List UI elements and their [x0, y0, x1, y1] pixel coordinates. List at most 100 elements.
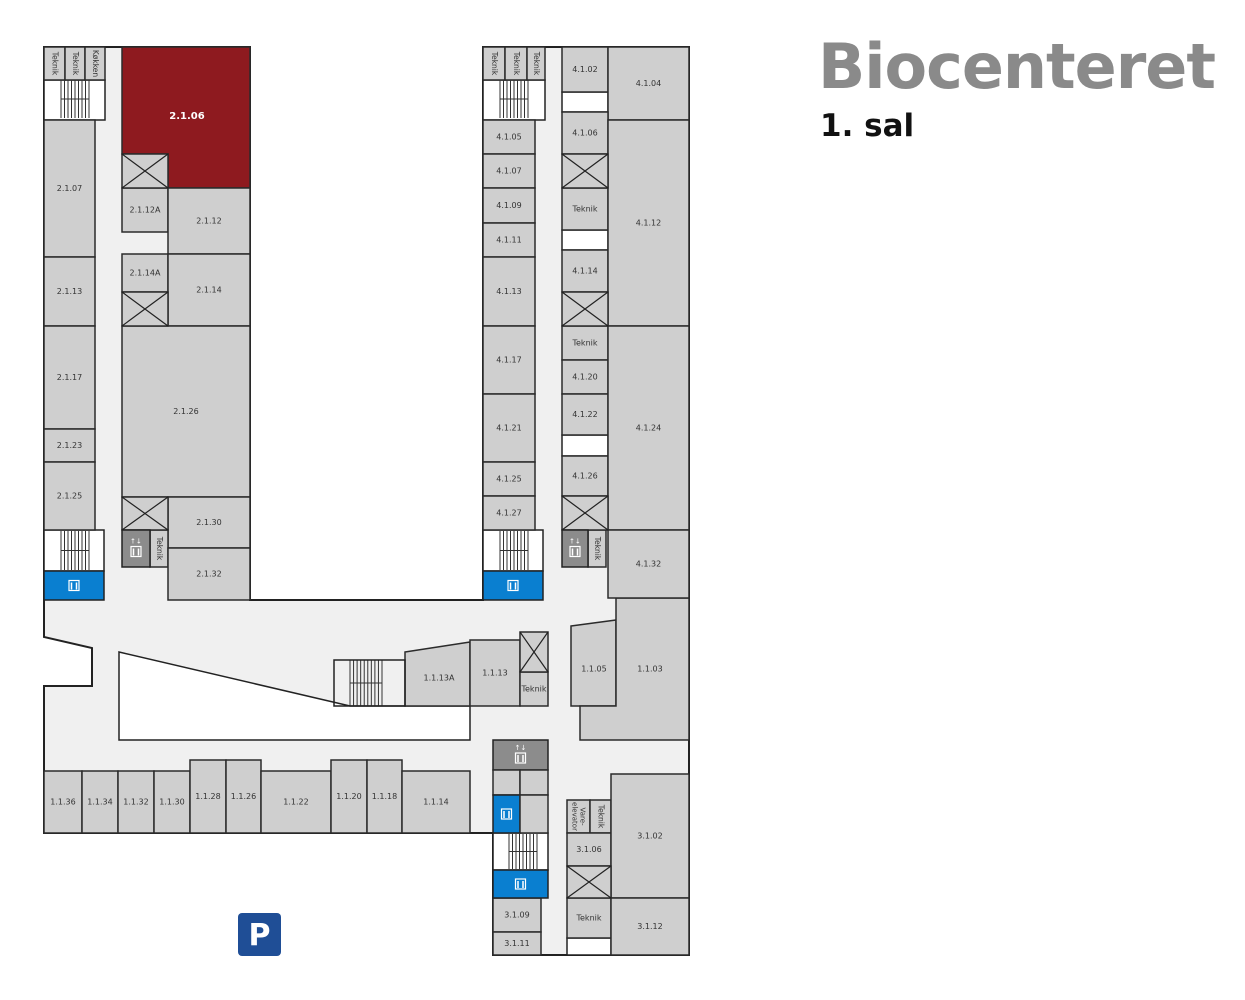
room-teknik[interactable]: Teknik: [587, 529, 607, 568]
room-1-1-13[interactable]: 1.1.13: [469, 639, 521, 707]
elevator[interactable]: [561, 529, 589, 568]
elevator[interactable]: [43, 570, 105, 601]
room-shape[interactable]: [610, 897, 690, 956]
room-4-1-22[interactable]: 4.1.22: [561, 393, 609, 436]
room-shape[interactable]: [607, 325, 690, 531]
room-shape[interactable]: [330, 759, 368, 834]
room-vare-elevator[interactable]: Vare-elevator: [566, 799, 591, 834]
room-shape[interactable]: [566, 897, 612, 939]
room-shape[interactable]: [225, 759, 262, 834]
room-1-1-05[interactable]: 1.1.05: [570, 619, 617, 707]
room-1-1-36[interactable]: 1.1.36: [43, 770, 83, 834]
room-teknik[interactable]: Teknik: [43, 46, 66, 81]
room-shape[interactable]: [167, 547, 251, 601]
room-teknik[interactable]: Teknik: [504, 46, 528, 81]
room-2-1-14[interactable]: 2.1.14: [167, 253, 251, 327]
room-shape[interactable]: [366, 759, 403, 834]
room-3-1-12[interactable]: 3.1.12: [610, 897, 690, 956]
elevator[interactable]: [482, 570, 544, 601]
room-2-1-12a[interactable]: 2.1.12A: [121, 187, 169, 233]
room-4-1-06[interactable]: 4.1.06: [561, 111, 609, 155]
room-shape[interactable]: [43, 119, 96, 258]
room-4-1-13[interactable]: 4.1.13: [482, 256, 536, 327]
room-4-1-21[interactable]: 4.1.21: [482, 393, 536, 463]
room-4-1-26[interactable]: 4.1.26: [561, 455, 609, 497]
room-shape[interactable]: [519, 671, 549, 707]
room-1-1-22[interactable]: 1.1.22: [260, 770, 332, 834]
room-shape[interactable]: [607, 46, 690, 121]
room-1-1-20[interactable]: 1.1.20: [330, 759, 368, 834]
elevator[interactable]: [121, 529, 151, 568]
room-1-1-14[interactable]: 1.1.14: [401, 770, 471, 834]
room-teknik[interactable]: Teknik: [589, 799, 612, 834]
room-4-1-17[interactable]: 4.1.17: [482, 325, 536, 395]
elevator[interactable]: [492, 794, 521, 834]
room-2-1-30[interactable]: 2.1.30: [167, 496, 251, 549]
room-shape[interactable]: [260, 770, 332, 834]
room-shape[interactable]: [84, 46, 106, 81]
room-shape[interactable]: [43, 256, 96, 327]
room-k-kken[interactable]: Køkken: [84, 46, 106, 81]
room-4-1-27[interactable]: 4.1.27: [482, 495, 536, 531]
elevator[interactable]: [492, 739, 549, 771]
room-shape[interactable]: [469, 639, 521, 707]
room-4-1-14[interactable]: 4.1.14: [561, 249, 609, 293]
room-shape[interactable]: [482, 461, 536, 497]
room-shape[interactable]: [121, 187, 169, 233]
room-shape[interactable]: [81, 770, 119, 834]
room-1-1-34[interactable]: 1.1.34: [81, 770, 119, 834]
room-3-1-06[interactable]: 3.1.06: [566, 832, 612, 867]
room-shape[interactable]: [482, 119, 536, 155]
room-4-1-07[interactable]: 4.1.07: [482, 153, 536, 189]
room-shape[interactable]: [482, 222, 536, 258]
room-2-1-23[interactable]: 2.1.23: [43, 428, 96, 463]
room-shape[interactable]: [566, 832, 612, 867]
room-4-1-09[interactable]: 4.1.09: [482, 187, 536, 224]
room-1-1-18[interactable]: 1.1.18: [366, 759, 403, 834]
room-teknik[interactable]: Teknik: [561, 187, 609, 231]
room-shape[interactable]: [43, 428, 96, 463]
room-shape[interactable]: [561, 359, 609, 395]
room-shape[interactable]: [492, 931, 542, 956]
room-2-1-07[interactable]: 2.1.07: [43, 119, 96, 258]
room-teknik[interactable]: Teknik: [149, 529, 169, 568]
room-shape[interactable]: [607, 119, 690, 327]
room-shape[interactable]: [167, 253, 251, 327]
room-shape[interactable]: [167, 187, 251, 255]
room-3-1-09[interactable]: 3.1.09: [492, 897, 542, 933]
elevator[interactable]: [492, 869, 549, 899]
room-teknik[interactable]: Teknik: [482, 46, 506, 81]
room-4-1-25[interactable]: 4.1.25: [482, 461, 536, 497]
room-teknik[interactable]: Teknik: [561, 325, 609, 361]
room-2-1-32[interactable]: 2.1.32: [167, 547, 251, 601]
room-2-1-14a[interactable]: 2.1.14A: [121, 253, 169, 293]
room-4-1-12[interactable]: 4.1.12: [607, 119, 690, 327]
room-4-1-11[interactable]: 4.1.11: [482, 222, 536, 258]
room-shape[interactable]: [482, 187, 536, 224]
room-shape[interactable]: [121, 325, 251, 498]
room-1-1-32[interactable]: 1.1.32: [117, 770, 155, 834]
room-1-1-26[interactable]: 1.1.26: [225, 759, 262, 834]
room-2-1-13[interactable]: 2.1.13: [43, 256, 96, 327]
room-4-1-02[interactable]: 4.1.02: [561, 46, 609, 93]
room-2-1-17[interactable]: 2.1.17: [43, 325, 96, 430]
room-shape[interactable]: [401, 770, 471, 834]
room-shape[interactable]: [561, 325, 609, 361]
room-1-1-30[interactable]: 1.1.30: [153, 770, 191, 834]
room-1-1-28[interactable]: 1.1.28: [189, 759, 227, 834]
room-1-1-13a[interactable]: 1.1.13A: [404, 641, 471, 707]
room-4-1-05[interactable]: 4.1.05: [482, 119, 536, 155]
room-shape[interactable]: [167, 496, 251, 549]
room-shape[interactable]: [482, 153, 536, 189]
room-3-1-02[interactable]: 3.1.02: [610, 773, 690, 899]
room-4-1-32[interactable]: 4.1.32: [607, 529, 690, 599]
room-2-1-25[interactable]: 2.1.25: [43, 461, 96, 531]
room-teknik[interactable]: Teknik: [526, 46, 546, 81]
room-shape[interactable]: [570, 619, 617, 707]
room-teknik[interactable]: Teknik: [64, 46, 86, 81]
room-teknik[interactable]: Teknik: [566, 897, 612, 939]
room-2-1-26[interactable]: 2.1.26: [121, 325, 251, 498]
room-shape[interactable]: [43, 461, 96, 531]
room-shape[interactable]: [482, 495, 536, 531]
room-4-1-04[interactable]: 4.1.04: [607, 46, 690, 121]
